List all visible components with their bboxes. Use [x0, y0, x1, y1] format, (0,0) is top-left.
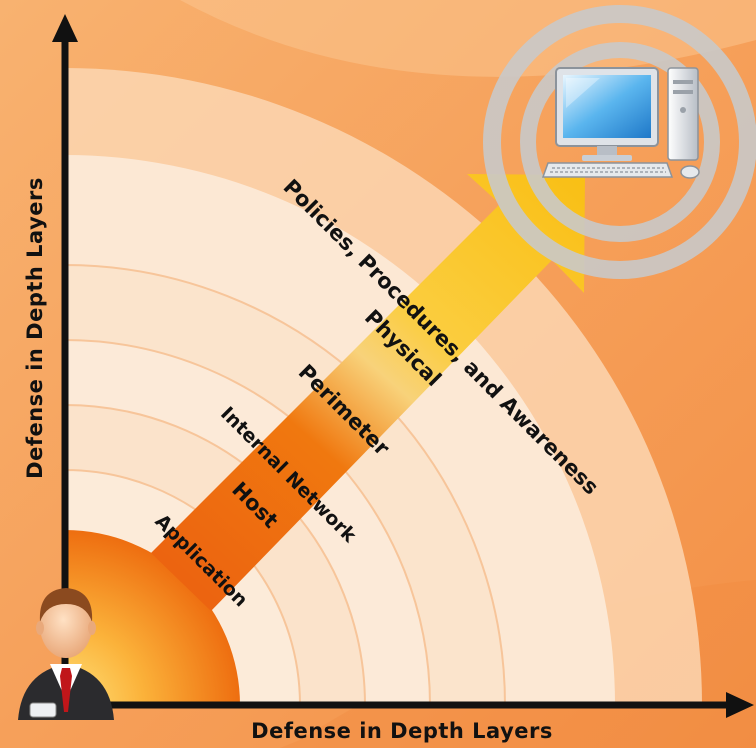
ring-application-core: [65, 530, 240, 705]
y-axis-title: Defense in Depth Layers: [23, 177, 47, 479]
y-axis-arrowhead: [52, 14, 78, 42]
computer-icon: [483, 5, 756, 279]
x-axis-arrowhead: [726, 692, 754, 718]
layers-arrow: [151, 174, 585, 611]
x-axis-title: Defense in Depth Layers: [251, 719, 553, 743]
user-icon: [18, 588, 114, 720]
